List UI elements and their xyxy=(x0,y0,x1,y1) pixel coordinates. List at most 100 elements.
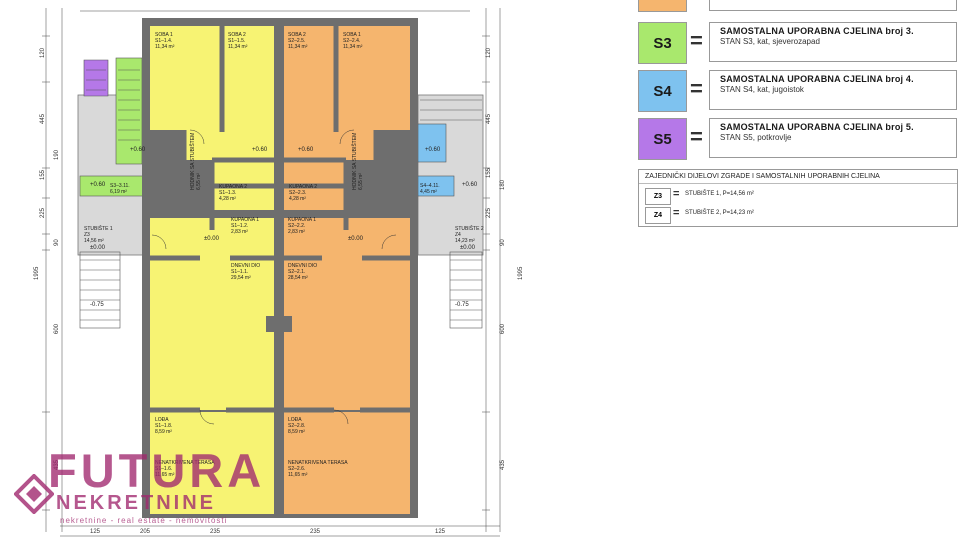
room-code: S2–2.1. xyxy=(288,269,305,275)
room-area: 6,19 m² xyxy=(110,189,127,195)
equals-sign: = xyxy=(673,207,680,219)
common-parts-title: ZAJEDNIČKI DIJELOVI ZGRADE I SAMOSTALNIH… xyxy=(639,170,957,184)
level-markers: +0.60 +0.60 +0.60 +0.60 +0.60 +0.60 ±0.0… xyxy=(90,147,478,308)
room-area: 2,83 m² xyxy=(288,229,305,235)
level-mark: +0.60 xyxy=(252,147,268,153)
common-part-code: Z3 xyxy=(645,188,671,205)
room-s1-terasa: NENATKRIVENA TERASA S1–1.6. 11,65 m² xyxy=(155,460,215,478)
room-code: S1–1.8. xyxy=(155,423,172,429)
legend-panel: SAMOSTALNA UPORABNA CJELINA broj 3. STAN… xyxy=(709,22,957,62)
dim-label: 155 xyxy=(486,167,492,178)
equals-sign: = xyxy=(690,76,703,101)
dim-label: 180 xyxy=(500,179,506,190)
room-area: 28,54 m² xyxy=(288,275,308,281)
room-s2-kupaona2: KUPAONA 2 S2–2.3. 4,28 m² xyxy=(289,184,317,202)
unit-s1 xyxy=(150,26,274,514)
room-s1-loda: LOĐA S1–1.8. 8,59 m² xyxy=(155,417,172,435)
room-area: 14,56 m² xyxy=(84,238,104,244)
legend-panel: SAMOSTALNA UPORABNA CJELINA broj 4. STAN… xyxy=(709,70,957,110)
dimension-text-bottom: 125 205 235 235 125 xyxy=(90,529,446,535)
dim-label: 235 xyxy=(210,529,221,535)
dim-label: 1995 xyxy=(34,266,40,280)
legend-box-s2-partial xyxy=(638,0,687,12)
legend-title: SAMOSTALNA UPORABNA CJELINA broj 5. xyxy=(720,122,914,132)
dim-label: 155 xyxy=(40,169,46,180)
interior-walls xyxy=(148,26,412,413)
s4-stair-area xyxy=(417,123,447,163)
dim-label: 600 xyxy=(54,323,60,334)
legend-title: SAMOSTALNA UPORABNA CJELINA broj 3. xyxy=(720,26,914,36)
dim-label: 435 xyxy=(54,459,60,470)
level-mark: +0.60 xyxy=(130,147,146,153)
room-s2-terasa: NENATKRIVENA TERASA S2–2.6. 11,65 m² xyxy=(288,460,348,478)
room-code: S1–1.2. xyxy=(231,223,248,229)
legend-item-s5: S5 = SAMOSTALNA UPORABNA CJELINA broj 5.… xyxy=(638,118,958,166)
common-part-code: Z4 xyxy=(645,207,671,224)
room-name: KUPAONA 2 xyxy=(289,184,317,190)
room-s4-area: S4–4.11. 4,45 m² xyxy=(420,183,440,195)
level-mark: +0.60 xyxy=(462,182,478,188)
room-s3-area: S3–3.11. 6,19 m² xyxy=(110,183,130,195)
hodnik-1-area: 6,55 m² xyxy=(196,173,202,190)
room-stubiste1: STUBIŠTE 1 Z3 14,56 m² xyxy=(84,225,113,244)
dim-label: 125 xyxy=(90,529,101,535)
room-code: Z4 xyxy=(455,232,461,238)
room-s1-soba2: SOBA 2 S1–1.5. 11,34 m² xyxy=(228,32,248,50)
room-code: S3–3.11. xyxy=(110,183,130,189)
room-s1-kupaona2: KUPAONA 2 S1–1.3. 4,28 m² xyxy=(219,184,247,202)
legend-subtitle: STAN S4, kat, jugoistok xyxy=(720,85,804,94)
dim-label: 445 xyxy=(40,113,46,124)
room-name: KUPAONA 1 xyxy=(288,217,316,223)
common-part-text: STUBIŠTE 1, P=14,56 m² xyxy=(685,191,754,197)
legend-partial-top xyxy=(638,0,958,12)
room-name: SOBA 1 xyxy=(155,32,173,38)
room-name: SOBA 1 xyxy=(343,32,361,38)
dim-label: 225 xyxy=(40,207,46,218)
dim-label: 190 xyxy=(54,149,60,160)
legend-item-s3: S3 = SAMOSTALNA UPORABNA CJELINA broj 3.… xyxy=(638,22,958,70)
room-name: KUPAONA 2 xyxy=(219,184,247,190)
room-s2-dnevni: DNEVNI DIO S2–2.1. 28,54 m² xyxy=(288,263,317,281)
dimension-lines xyxy=(42,8,501,537)
column xyxy=(266,316,292,332)
room-name: LOĐA xyxy=(155,417,169,423)
dimension-text-right: 120 445 155 180 225 90 600 435 1995 xyxy=(486,47,524,470)
room-area: 29,54 m² xyxy=(231,275,251,281)
room-s1-kupaona1: KUPAONA 1 S1–1.2. 2,83 m² xyxy=(231,217,259,235)
level-mark: +0.60 xyxy=(90,182,106,188)
level-mark: +0.60 xyxy=(298,147,314,153)
room-area: 4,28 m² xyxy=(219,196,236,202)
watermark-tagline: nekretnine - real estate - nemovitosti xyxy=(60,516,228,525)
legend-panel: SAMOSTALNA UPORABNA CJELINA broj 5. STAN… xyxy=(709,118,957,158)
room-code: Z3 xyxy=(84,232,90,238)
party-wall xyxy=(274,18,284,518)
room-code: S2–2.5. xyxy=(288,38,305,44)
dim-label: 600 xyxy=(500,323,506,334)
futura-watermark: FUTURA NEKRETNINE nekretnine - real esta… xyxy=(14,446,264,528)
room-name: STUBIŠTE 2 xyxy=(455,225,484,232)
room-name: NENATKRIVENA TERASA xyxy=(288,460,348,466)
legend-subtitle: STAN S3, kat, sjeverozapad xyxy=(720,37,820,46)
common-parts-table: ZAJEDNIČKI DIJELOVI ZGRADE I SAMOSTALNIH… xyxy=(638,169,958,227)
room-code: S1–1.5. xyxy=(228,38,245,44)
legend-swatch-s3: S3 xyxy=(638,22,687,64)
room-code: S1–1.3. xyxy=(219,190,236,196)
dim-label: 90 xyxy=(500,239,506,246)
room-area: 11,65 m² xyxy=(155,472,175,478)
room-name: LOĐA xyxy=(288,417,302,423)
common-part-z3: Z3 = STUBIŠTE 1, P=14,56 m² xyxy=(645,188,945,205)
level-mark: ±0.00 xyxy=(204,236,220,242)
dim-label: 1995 xyxy=(518,266,524,280)
room-name: NENATKRIVENA TERASA xyxy=(155,460,215,466)
room-s2-soba2: SOBA 2 S2–2.5. 11,34 m² xyxy=(288,32,308,50)
room-area: 11,34 m² xyxy=(155,44,175,50)
s5-stair-area xyxy=(83,59,109,97)
level-mark: ±0.00 xyxy=(90,245,106,251)
room-code: S2–2.3. xyxy=(289,190,306,196)
level-mark: -0.75 xyxy=(90,302,104,308)
level-mark: ±0.00 xyxy=(460,245,476,251)
watermark-title: FUTURA xyxy=(48,444,266,497)
level-mark: ±0.00 xyxy=(348,236,364,242)
room-area: 2,83 m² xyxy=(231,229,248,235)
room-code: S2–2.4. xyxy=(343,38,360,44)
